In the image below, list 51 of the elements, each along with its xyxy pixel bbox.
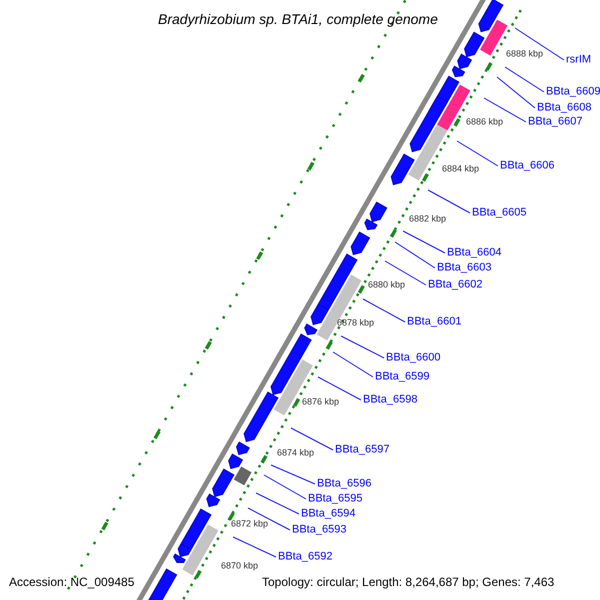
position-tick-label: 6886 kbp	[466, 118, 504, 126]
leader-line	[340, 336, 384, 358]
footer-text: Accession: NC_009485	[9, 576, 134, 588]
leader-line	[232, 536, 276, 558]
gene-label: BBta_6596	[317, 478, 372, 490]
leader-line	[402, 230, 446, 254]
position-tick-label: 6880 kbp	[368, 280, 406, 290]
position-tick-label: 6884 kbp	[442, 164, 480, 174]
position-tick-label: 6882 kbp	[409, 214, 446, 224]
gene-label: BBta_6607	[528, 116, 582, 128]
position-tick-label: 6874 kbp	[277, 448, 314, 458]
position-tick-label: 6870 kbp	[221, 562, 258, 570]
title: Bradyrhizobium sp. BTAi1, complete genome	[158, 12, 438, 26]
leader-line	[256, 492, 300, 514]
position-tick-label: 6872 kbp	[231, 520, 268, 528]
gene-label: BBta_6598	[363, 394, 418, 406]
gene-label: BBta_6602	[428, 280, 482, 290]
leader-line	[290, 428, 334, 450]
leader-line	[248, 508, 290, 530]
gene-label: BBta_6603	[437, 262, 492, 274]
gene-label: BBta_6599	[375, 372, 430, 382]
gene-label: BBta_6592	[278, 552, 332, 562]
gene-label: BBta_6609	[546, 86, 600, 98]
leader-line	[384, 260, 426, 286]
footer-text: Topology: circular; Length: 8,264,687 bp; Genes: 7,463	[262, 576, 554, 588]
position-tick-label: 6888 kbp	[506, 50, 544, 58]
leader-line	[318, 376, 362, 400]
gene-label: BBta_6601	[407, 316, 462, 328]
leader-line	[496, 76, 536, 108]
gene-label: BBta_6604	[447, 248, 502, 258]
leader-line	[504, 66, 544, 92]
leader-line	[428, 190, 470, 214]
leader-line	[394, 242, 436, 268]
leader-line	[456, 140, 498, 166]
gene-label: BBta_6595	[308, 494, 362, 504]
gene-label: rsrIM	[566, 54, 592, 66]
gene-label: BBta_6606	[500, 160, 554, 172]
gene-label: BBta_6593	[292, 524, 346, 536]
gene-label: BBta_6597	[335, 444, 390, 456]
position-tick-label: 6876 kbp	[302, 398, 340, 406]
gene-label: BBta_6600	[386, 352, 440, 364]
leader-line	[514, 28, 564, 60]
leader-line	[362, 298, 406, 322]
leader-line	[484, 98, 526, 122]
position-tick-label: 6878 kbp	[337, 318, 374, 328]
leader-line	[332, 352, 374, 378]
leader-line	[264, 474, 306, 500]
gene-label: BBta_6594	[301, 508, 356, 520]
gene-label: BBta_6605	[472, 208, 526, 218]
leader-line	[270, 464, 316, 484]
gene-label: BBta_6608	[537, 102, 592, 114]
